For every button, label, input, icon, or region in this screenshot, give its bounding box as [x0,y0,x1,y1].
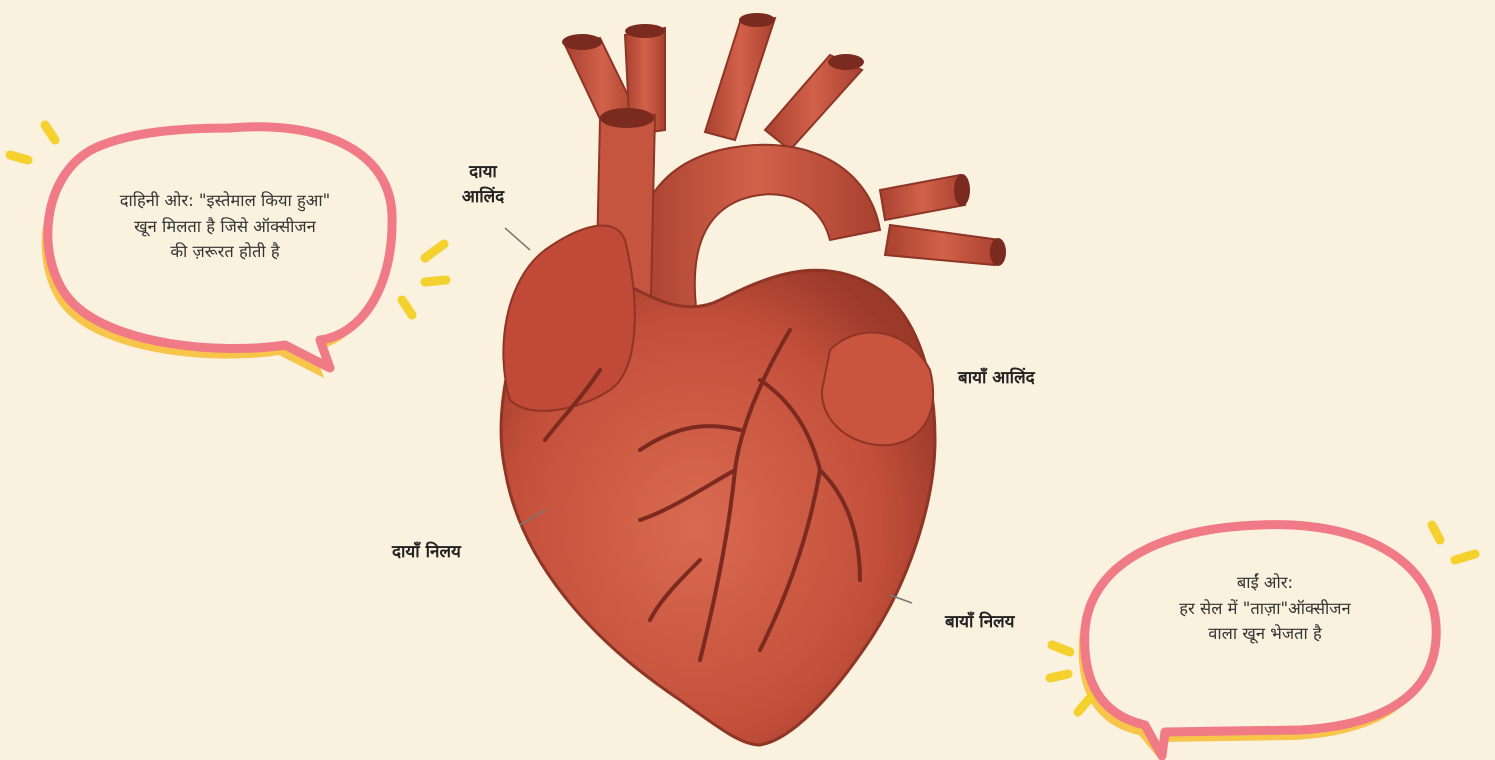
bubble-right-line3: वाला खून भेजता है [1105,621,1425,647]
pulmonary-vein-1 [880,175,965,220]
bubble-left-text: दाहिनी ओर: "इस्तेमाल किया हुआ" खून मिलता… [60,188,390,265]
label-left-atrium: बायाँ आलिंद [958,366,1035,391]
label-right-atrium-line1: दाया [448,160,518,185]
bubble-right-line2: हर सेल में "ताज़ा"ऑक्सीजन [1105,596,1425,622]
heart-illustration [501,13,1006,745]
bubble-left-line2: खून मिलता है जिसे ऑक्सीजन [60,214,390,240]
pulmonary-vein-2 [885,225,1000,265]
label-right-atrium-line2: आलिंद [448,185,518,210]
vessel-3 [705,18,775,140]
label-right-ventricle: दायाँ निलय [392,540,461,565]
bubble-right-text: बाईं ओर: हर सेल में "ताज़ा"ऑक्सीजन वाला … [1105,570,1425,647]
bubble-left-line3: की ज़रूरत होती है [60,239,390,265]
label-left-ventricle: बायाँ निलय [945,610,1015,635]
bubble-right-line1: बाईं ओर: [1105,570,1425,596]
right-atrium-shape [503,226,634,411]
bubble-left-line1: दाहिनी ओर: "इस्तेमाल किया हुआ" [60,188,390,214]
label-right-atrium: दाया आलिंद [448,160,518,209]
